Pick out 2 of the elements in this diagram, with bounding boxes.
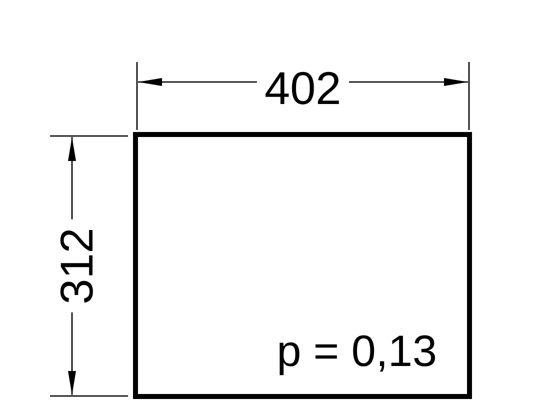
rectangle-outline bbox=[133, 132, 472, 399]
parameter-label: p = 0,13 bbox=[276, 330, 437, 374]
